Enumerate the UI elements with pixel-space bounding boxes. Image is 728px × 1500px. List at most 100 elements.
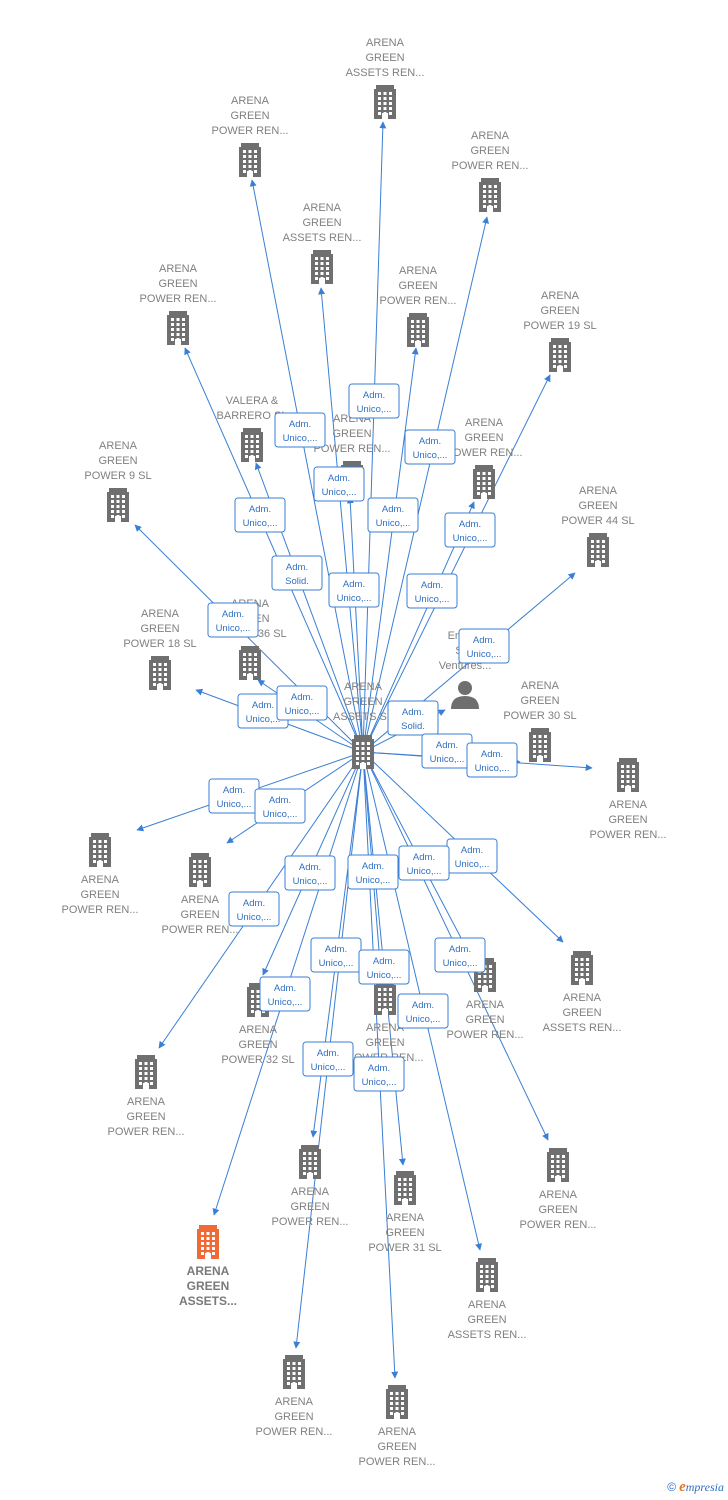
edge-line-n5 xyxy=(362,347,419,753)
edge-label-n24[interactable]: Adm.Unico,... xyxy=(228,891,280,927)
edge-label-n2[interactable]: Adm.Unico,... xyxy=(274,412,326,448)
edge-label-text: Adm.Solid. xyxy=(401,707,425,732)
building-icon-window xyxy=(378,92,381,95)
building-icon-window xyxy=(116,510,120,513)
edge-label-n29[interactable]: Adm.Unico,... xyxy=(358,949,410,985)
empresia-brand[interactable]: ©empresia xyxy=(667,1479,724,1496)
edge-label-line: Unico,... xyxy=(467,649,502,660)
edge-label-n17[interactable]: Adm.Unico,... xyxy=(466,742,518,778)
edge-label-n6[interactable]: Adm.Unico,... xyxy=(234,497,286,533)
building-icon-window xyxy=(621,775,624,778)
edge-label-n21[interactable]: Adm.Unico,... xyxy=(284,855,336,891)
edge-label-n4[interactable]: Adm.Unico,... xyxy=(313,466,365,502)
building-icon-window xyxy=(326,267,329,270)
edge-label-box xyxy=(458,628,510,664)
edge-label-n26[interactable]: Adm.Unico,... xyxy=(397,993,449,1029)
building-icon-window xyxy=(602,545,605,548)
building-icon-window xyxy=(562,1160,565,1163)
brand-logo-e: e xyxy=(679,1479,686,1495)
edge-label-n11[interactable]: Adm.Unico,... xyxy=(207,602,259,638)
edge-label-n19[interactable]: Adm.Unico,... xyxy=(254,788,306,824)
central-node-label-line: ASSETS SL xyxy=(333,711,393,723)
edge-label-n25[interactable]: Adm.Unico,... xyxy=(434,937,486,973)
edge-label-n27[interactable]: Adm.Unico,... xyxy=(310,937,362,973)
edge-label-n10[interactable]: Adm.Unico,... xyxy=(406,573,458,609)
building-icon-window xyxy=(480,1280,483,1283)
edge-label-n15[interactable]: Adm.Solid. xyxy=(387,700,439,736)
highlighted-building-icon-window xyxy=(212,1232,215,1235)
building-icon-window xyxy=(251,1005,254,1008)
building-icon-door xyxy=(402,1199,408,1205)
edge-label-n14[interactable]: Adm.Unico,... xyxy=(276,685,328,721)
edge-label-n9[interactable]: Adm.Unico,... xyxy=(328,572,380,608)
node-label-n21-line: POWER 32 SL xyxy=(221,1054,294,1066)
node-label-n27-line: ARENA xyxy=(291,1186,330,1198)
building-icon xyxy=(407,313,429,347)
building-icon-window xyxy=(398,1183,401,1186)
building-icon-window xyxy=(558,345,562,348)
edge-label-line: Adm. xyxy=(286,562,308,573)
building-icon-window xyxy=(303,1152,306,1155)
building-icon-window xyxy=(477,487,480,490)
building-icon-window xyxy=(591,540,594,543)
edge-label-n7[interactable]: Adm.Unico,... xyxy=(444,512,496,548)
edge-label-n1[interactable]: Adm.Unico,... xyxy=(348,383,400,419)
edge-label-n16[interactable]: Adm.Unico,... xyxy=(421,733,473,769)
edge-label-n8[interactable]: Adm. Solid. xyxy=(271,555,323,591)
building-icon-window xyxy=(538,750,542,753)
edge-label-n18[interactable]: Adm.Unico,... xyxy=(208,778,260,814)
building-icon-window xyxy=(533,755,536,758)
edge-label-n30[interactable]: Adm.Unico,... xyxy=(302,1041,354,1077)
edge-label-n5[interactable]: Adm.Unico,... xyxy=(367,497,419,533)
node-n8[interactable]: VALERA &BARRERO SL xyxy=(217,395,288,462)
building-icon-window xyxy=(326,277,329,280)
edge-label-n28[interactable]: Adm.Unico,... xyxy=(259,976,311,1012)
building-icon xyxy=(374,85,396,119)
edge-label-line: Solid. xyxy=(285,576,309,587)
building-icon-window xyxy=(621,785,624,788)
edge-label-line: Adm. xyxy=(459,519,481,530)
edge-label-line: Adm. xyxy=(436,740,458,751)
building-icon-window xyxy=(254,663,257,666)
edge-label-n22[interactable]: Adm.Unico,... xyxy=(398,845,450,881)
building-icon-window xyxy=(150,1062,153,1065)
edge-label-n20[interactable]: Adm.Unico,... xyxy=(446,838,498,874)
building-icon-window xyxy=(538,735,542,738)
building-icon-window xyxy=(553,360,556,363)
edge-label-n23[interactable]: Adm.Unico,... xyxy=(347,854,399,890)
building-icon-window xyxy=(245,450,248,453)
edge-label-n12[interactable]: Adm.Unico,... xyxy=(458,628,510,664)
edge-label-n31[interactable]: Adm.Unico,... xyxy=(353,1056,405,1092)
node-label-n29-line: ARENA xyxy=(468,1299,507,1311)
building-icon-window xyxy=(315,257,318,260)
edge-label-n3[interactable]: Adm.Unico,... xyxy=(404,429,456,465)
building-icon-window xyxy=(176,318,180,321)
